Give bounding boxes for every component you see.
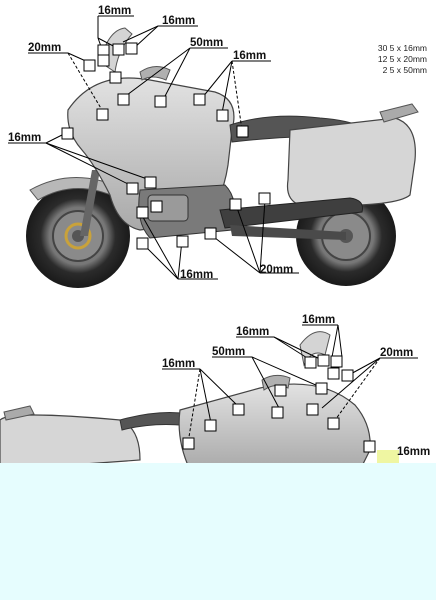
marker <box>112 43 125 56</box>
mirror <box>139 66 171 81</box>
pannier <box>286 117 416 207</box>
motorcycle-bottom <box>0 331 399 471</box>
pannier <box>0 414 141 471</box>
front-wheel <box>26 184 130 288</box>
marker <box>274 384 287 397</box>
marker <box>154 95 167 108</box>
marker <box>144 176 157 189</box>
front-fork <box>80 170 100 236</box>
legend: 30 5 x 16mm 12 5 x 20mm 2 5 x 50mm <box>378 43 427 75</box>
bottom-labels: 16mm 16mm 20mm 50mm 16mm 16mm <box>162 314 430 458</box>
size-label: 16mm <box>236 326 269 338</box>
marker <box>182 437 195 450</box>
size-label: 20mm <box>28 42 61 54</box>
mirror <box>261 374 291 391</box>
headlight-glow <box>377 450 399 464</box>
marker <box>236 125 249 138</box>
top-labels: 16mm 16mm 20mm 50mm 16mm 16mm 16mm 20mm <box>8 5 293 281</box>
marker <box>96 108 109 121</box>
marker <box>306 403 319 416</box>
marker <box>317 354 330 367</box>
fairing-body <box>178 383 371 471</box>
blank-area <box>0 463 436 600</box>
marker <box>193 93 206 106</box>
marker <box>327 367 340 380</box>
swingarm <box>230 225 346 240</box>
marker <box>216 109 229 122</box>
marker <box>83 59 96 72</box>
marker <box>176 235 189 248</box>
size-label: 20mm <box>380 347 413 359</box>
marker <box>363 440 376 453</box>
motorcycle-top <box>26 27 419 288</box>
marker <box>97 54 110 67</box>
marker <box>125 42 138 55</box>
marker <box>271 406 284 419</box>
exhaust <box>219 197 363 229</box>
marker <box>327 417 340 430</box>
size-label: 50mm <box>190 37 223 49</box>
marker <box>136 206 149 219</box>
rear-rack <box>3 405 35 421</box>
size-label: 16mm <box>98 5 131 17</box>
marker <box>126 182 139 195</box>
rear-rack <box>379 103 419 123</box>
size-label: 16mm <box>233 50 266 62</box>
size-label: 50mm <box>212 346 245 358</box>
size-label: 16mm <box>397 446 430 458</box>
marker <box>204 419 217 432</box>
marker <box>97 44 110 57</box>
legend-line: 12 5 x 20mm <box>378 54 427 64</box>
size-label: 16mm <box>162 358 195 370</box>
marker <box>136 237 149 250</box>
legend-line: 2 5 x 50mm <box>383 65 427 75</box>
bottom-markers <box>182 354 376 453</box>
marker <box>204 227 217 240</box>
size-label: 16mm <box>180 269 213 281</box>
size-label: 16mm <box>8 132 41 144</box>
top-markers <box>61 42 271 250</box>
marker <box>330 355 343 368</box>
marker <box>61 127 74 140</box>
legend-line: 30 5 x 16mm <box>378 43 427 53</box>
marker <box>109 71 122 84</box>
marker <box>150 200 163 213</box>
marker <box>258 192 271 205</box>
size-label: 16mm <box>162 15 195 27</box>
marker <box>229 198 242 211</box>
marker <box>341 369 354 382</box>
size-label: 20mm <box>260 264 293 276</box>
marker <box>117 93 130 106</box>
top-leader-lines <box>8 15 299 280</box>
marker <box>304 356 317 369</box>
marker <box>315 382 328 395</box>
bottom-leader-lines <box>162 324 418 444</box>
size-label: 16mm <box>302 314 335 326</box>
marker <box>232 403 245 416</box>
